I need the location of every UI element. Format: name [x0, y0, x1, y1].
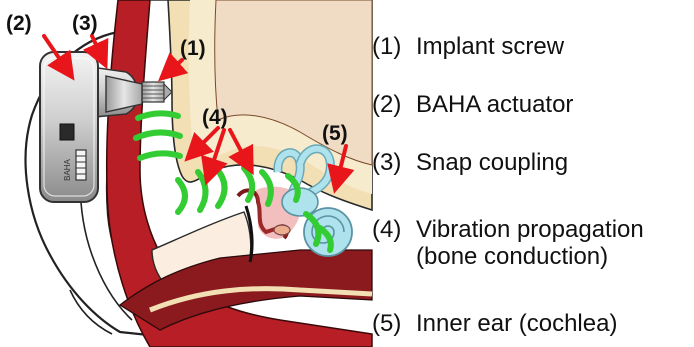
legend-text: Inner ear (cochlea) — [416, 310, 617, 337]
callout-5: (5) — [322, 122, 348, 145]
legend: (1)Implant screw (2)BAHA actuator (3)Sna… — [372, 0, 694, 347]
callout-4: (4) — [202, 106, 228, 129]
callout-3: (3) — [72, 12, 98, 35]
legend-number: (1) — [372, 33, 416, 60]
legend-number: (5) — [372, 310, 416, 337]
legend-number: (4) — [372, 216, 416, 243]
legend-text: Implant screw — [416, 33, 564, 60]
baha-label: BAHA — [63, 158, 72, 180]
legend-text: BAHA actuator — [416, 91, 573, 118]
legend-item-4: (4)Vibration propagation(bone conduction… — [372, 216, 644, 270]
legend-item-2: (2)BAHA actuator — [372, 91, 573, 118]
legend-item-5: (5)Inner ear (cochlea) — [372, 310, 617, 337]
legend-text: Snap coupling — [416, 149, 568, 176]
callout-2: (2) — [6, 12, 32, 35]
callout-1: (1) — [180, 37, 206, 60]
legend-item-1: (1)Implant screw — [372, 33, 564, 60]
legend-text-continued: (bone conduction) — [416, 243, 644, 270]
implant-screw — [142, 82, 172, 102]
legend-number: (3) — [372, 149, 416, 176]
legend-text: Vibration propagation — [416, 216, 644, 243]
legend-number: (2) — [372, 91, 416, 118]
baha-button — [60, 124, 74, 140]
legend-item-3: (3)Snap coupling — [372, 149, 568, 176]
